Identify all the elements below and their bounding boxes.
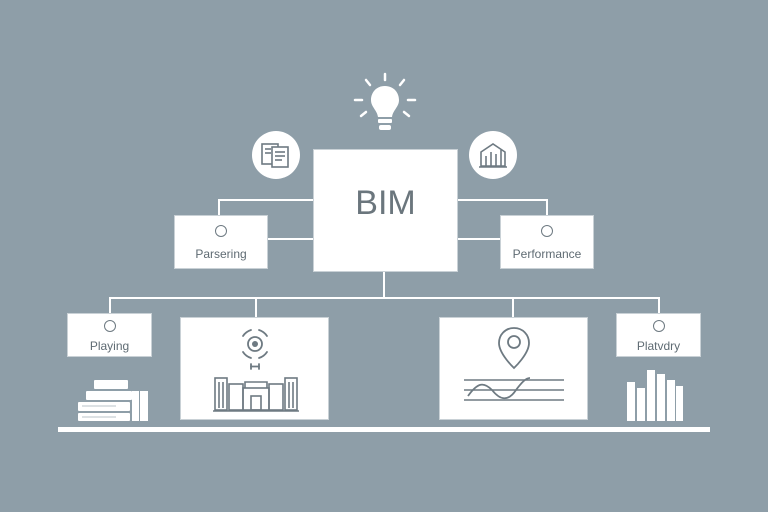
line-graph-icon [464,377,564,401]
node-indicator [541,225,553,237]
connector [458,199,548,201]
node-label: Performance [512,247,582,261]
connector [255,297,257,317]
connector [109,297,111,314]
panel-location [439,317,588,420]
target-icon [242,329,268,370]
documents-icon [261,143,289,168]
bim-label: BIM [355,184,416,222]
node-label: Parsering [195,247,247,261]
connector [546,199,548,215]
baseline [58,427,710,432]
node-label: Platvdry [636,339,681,353]
building-chart-icon-badge [469,131,517,179]
node-left-mid: Parsering [174,215,268,269]
bar-chart-icon [627,370,683,421]
building-chart-icon [479,143,507,168]
node-indicator [104,320,116,332]
node-right-bottom: Platvdry [616,313,701,357]
stacked-papers-icon [78,380,148,421]
bim-center-box: BIM [313,149,458,272]
panel-building [180,317,329,420]
node-label: Playing [89,339,130,353]
node-indicator [215,225,227,237]
location-pin-icon [498,327,530,370]
building-icon [213,377,299,412]
node-right-mid: Performance [500,215,594,269]
connector [268,238,313,240]
connector [218,199,220,215]
connector [383,272,385,298]
documents-icon-badge [252,131,300,179]
connector [512,297,514,317]
lightbulb-icon [353,72,417,130]
node-left-bottom: Playing [67,313,152,357]
node-indicator [653,320,665,332]
connector [658,297,660,314]
connector [218,199,313,201]
connector [458,238,500,240]
connector [109,297,660,299]
